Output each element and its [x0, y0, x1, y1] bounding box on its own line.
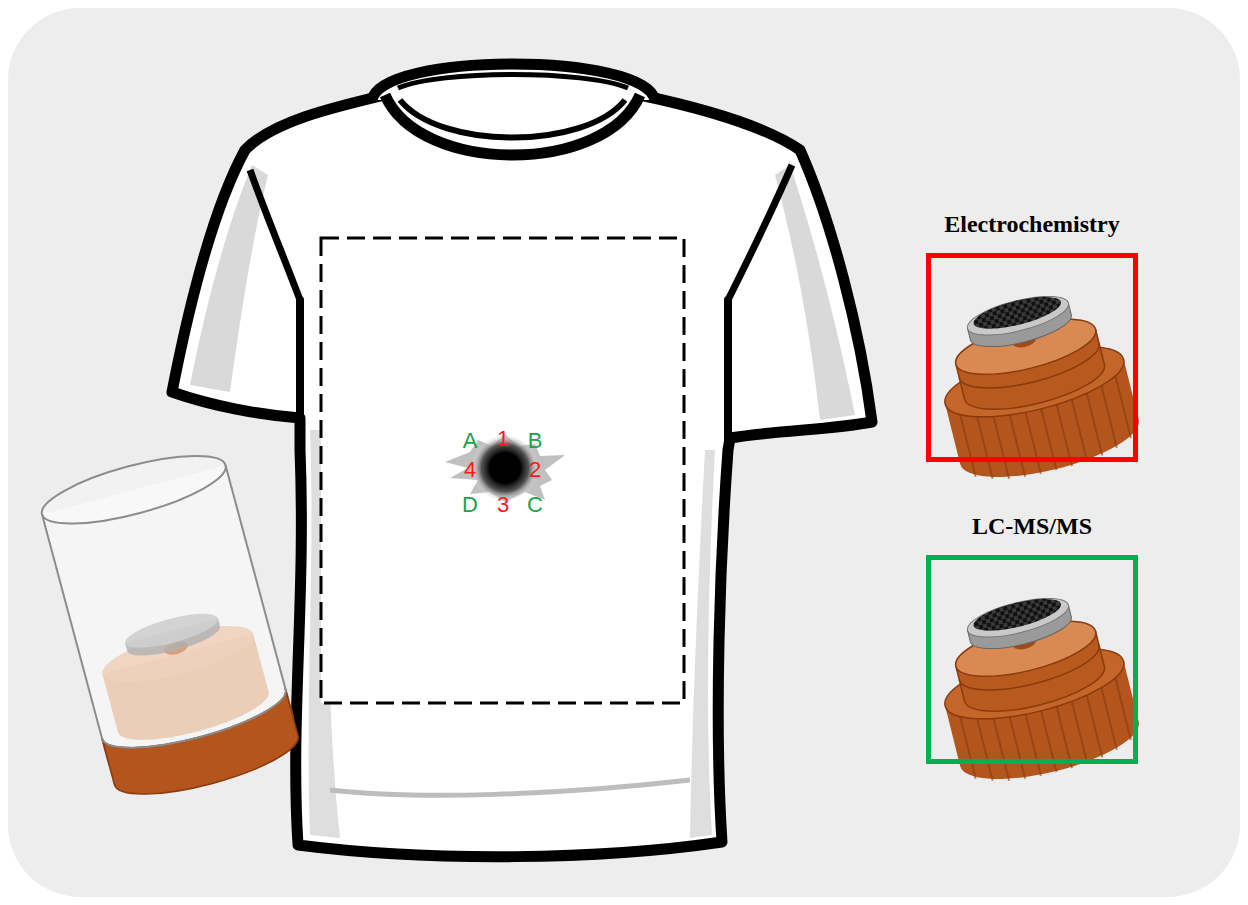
sampling-point-label: A — [463, 430, 478, 452]
sampling-point-label: 2 — [529, 459, 541, 481]
sampling-point-label: D — [462, 494, 478, 516]
box-heading: Electrochemistry — [944, 211, 1120, 238]
sampling-area — [321, 238, 684, 703]
sampling-point-label: B — [528, 430, 543, 452]
sampling-point-label: 4 — [464, 459, 476, 481]
sampling-point-label: 1 — [497, 428, 509, 450]
sample-box: LC-MS/MS — [926, 555, 1138, 764]
sample-jar — [36, 442, 304, 808]
sampling-point-label: 3 — [497, 494, 509, 516]
box-heading: LC-MS/MS — [972, 513, 1092, 540]
sampling-point-label: C — [527, 494, 543, 516]
sample-box: Electrochemistry — [926, 253, 1138, 462]
